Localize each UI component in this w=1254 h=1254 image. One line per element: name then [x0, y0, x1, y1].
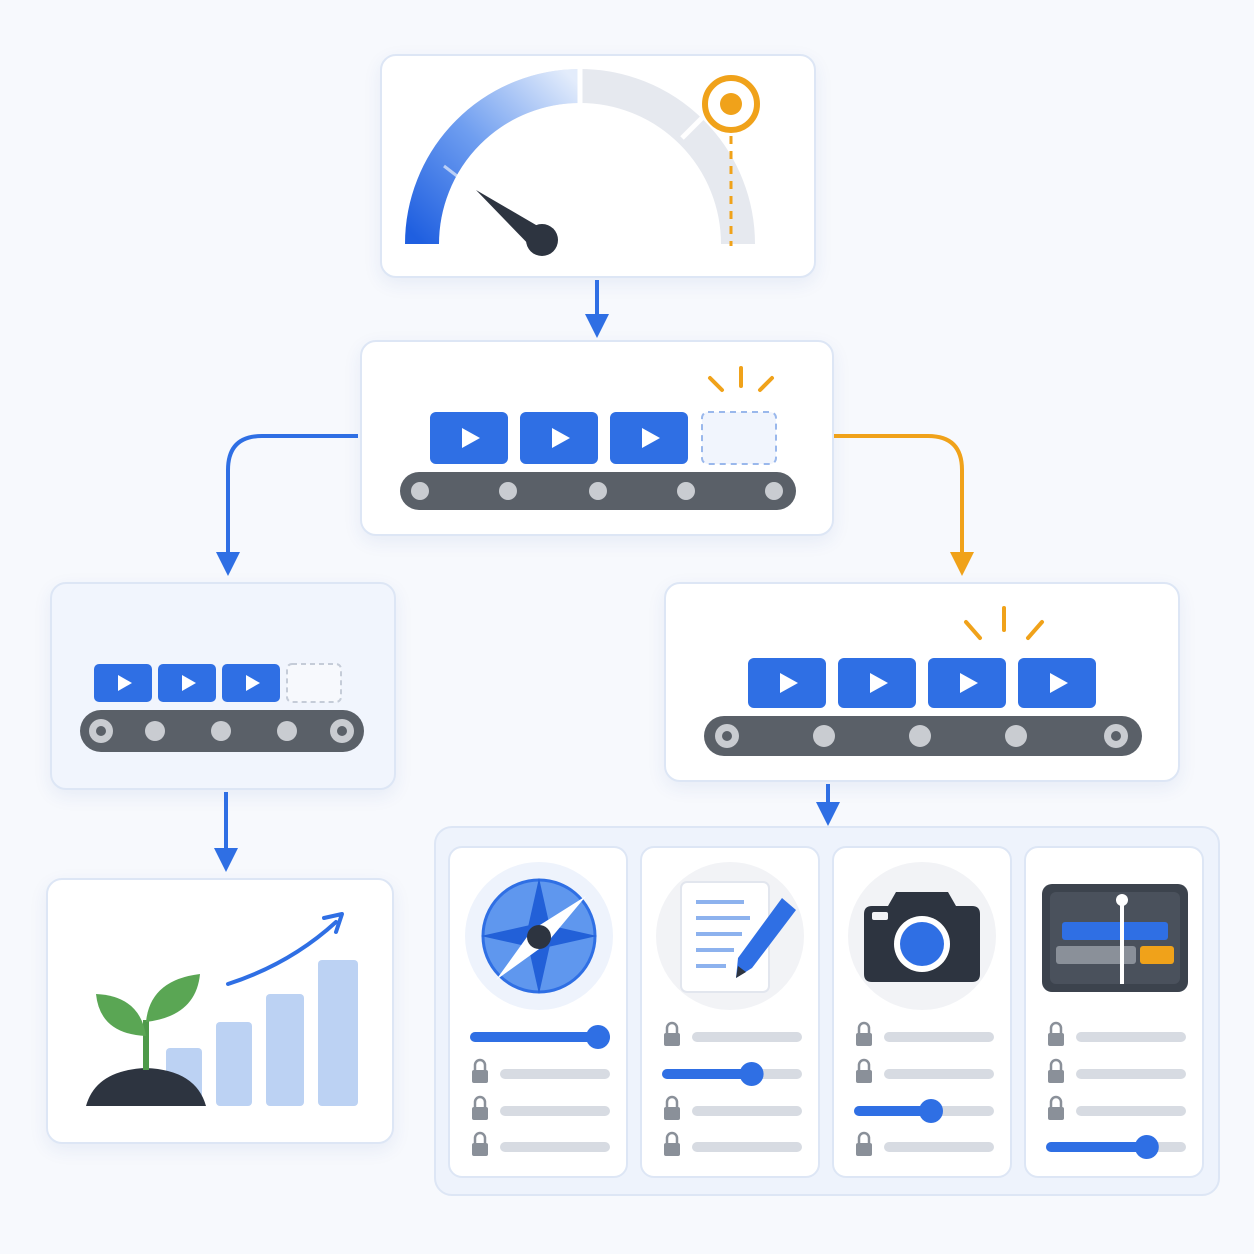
locked-bar	[500, 1069, 610, 1079]
locked-bar	[884, 1032, 994, 1042]
lock-icon	[857, 1131, 871, 1143]
locked-bar	[692, 1032, 802, 1042]
lock-icon-body	[664, 1107, 680, 1120]
locked-bar	[692, 1106, 802, 1116]
lock-icon	[1049, 1021, 1063, 1033]
slider-fill	[662, 1069, 752, 1079]
lock-icon-body	[1048, 1107, 1064, 1120]
lock-icon	[473, 1131, 487, 1143]
play-icon	[870, 673, 888, 693]
play-icon	[642, 428, 660, 448]
lock-icon-body	[472, 1107, 488, 1120]
sparkle-icon	[708, 366, 774, 392]
gauge-fill	[405, 69, 581, 245]
lock-icon	[857, 1058, 871, 1070]
camera-icon	[848, 862, 996, 1010]
growth-bar	[216, 1022, 252, 1106]
growth-bar	[318, 960, 358, 1106]
lock-icon-body	[1048, 1033, 1064, 1046]
lock-icon	[665, 1095, 679, 1107]
lock-icon	[473, 1058, 487, 1070]
gauge-needle	[476, 190, 558, 256]
lock-icon	[473, 1095, 487, 1107]
conveyor-right	[704, 606, 1142, 756]
lock-icon-body	[856, 1143, 872, 1156]
slider-knob	[919, 1099, 943, 1123]
locked-bar	[884, 1142, 994, 1152]
conveyor-left	[80, 663, 364, 752]
locked-bar	[692, 1142, 802, 1152]
play-icon	[1050, 673, 1068, 693]
lock-icon	[1049, 1058, 1063, 1070]
locked-bar	[1076, 1032, 1186, 1042]
lock-icon-body	[472, 1143, 488, 1156]
lock-icon	[665, 1131, 679, 1143]
slider-fill	[470, 1032, 610, 1042]
slider-knob	[739, 1062, 764, 1086]
lock-icon-body	[1048, 1070, 1064, 1083]
sprout-icon	[86, 974, 206, 1106]
locked-bar	[1076, 1106, 1186, 1116]
lock-icon-body	[472, 1070, 488, 1083]
play-icon	[118, 675, 132, 691]
gauge	[405, 68, 760, 256]
locked-bar	[884, 1069, 994, 1079]
slider-fill	[1046, 1142, 1147, 1152]
conveyor-top	[400, 366, 796, 510]
compass-icon	[465, 862, 613, 1010]
lock-icon	[665, 1021, 679, 1033]
slider-fill	[854, 1106, 931, 1116]
locked-bar	[500, 1142, 610, 1152]
lock-icon	[857, 1021, 871, 1033]
connector-arrows	[214, 280, 974, 872]
play-icon	[780, 673, 798, 693]
lock-icon-body	[856, 1070, 872, 1083]
locked-bar	[500, 1106, 610, 1116]
feature-slider-rows	[470, 1021, 1186, 1159]
slider-knob	[1134, 1135, 1159, 1159]
locked-bar	[1076, 1069, 1186, 1079]
trend-arrow-icon	[226, 912, 344, 986]
target-icon	[702, 75, 760, 133]
growth-bar	[266, 994, 304, 1106]
play-icon	[246, 675, 260, 691]
play-icon	[182, 675, 196, 691]
lock-icon	[1049, 1095, 1063, 1107]
play-icon	[462, 428, 480, 448]
document-edit-icon	[656, 862, 804, 1010]
play-icon	[552, 428, 570, 448]
empty-slot	[701, 411, 777, 465]
play-icon	[960, 673, 978, 693]
growth-illustration	[86, 912, 358, 1106]
lock-icon-body	[664, 1143, 680, 1156]
slider-knob	[586, 1025, 610, 1049]
lock-icon-body	[856, 1033, 872, 1046]
empty-slot	[286, 663, 342, 703]
sparkle-icon	[964, 606, 1044, 640]
video-timeline-icon	[1042, 884, 1188, 992]
lock-icon-body	[664, 1033, 680, 1046]
